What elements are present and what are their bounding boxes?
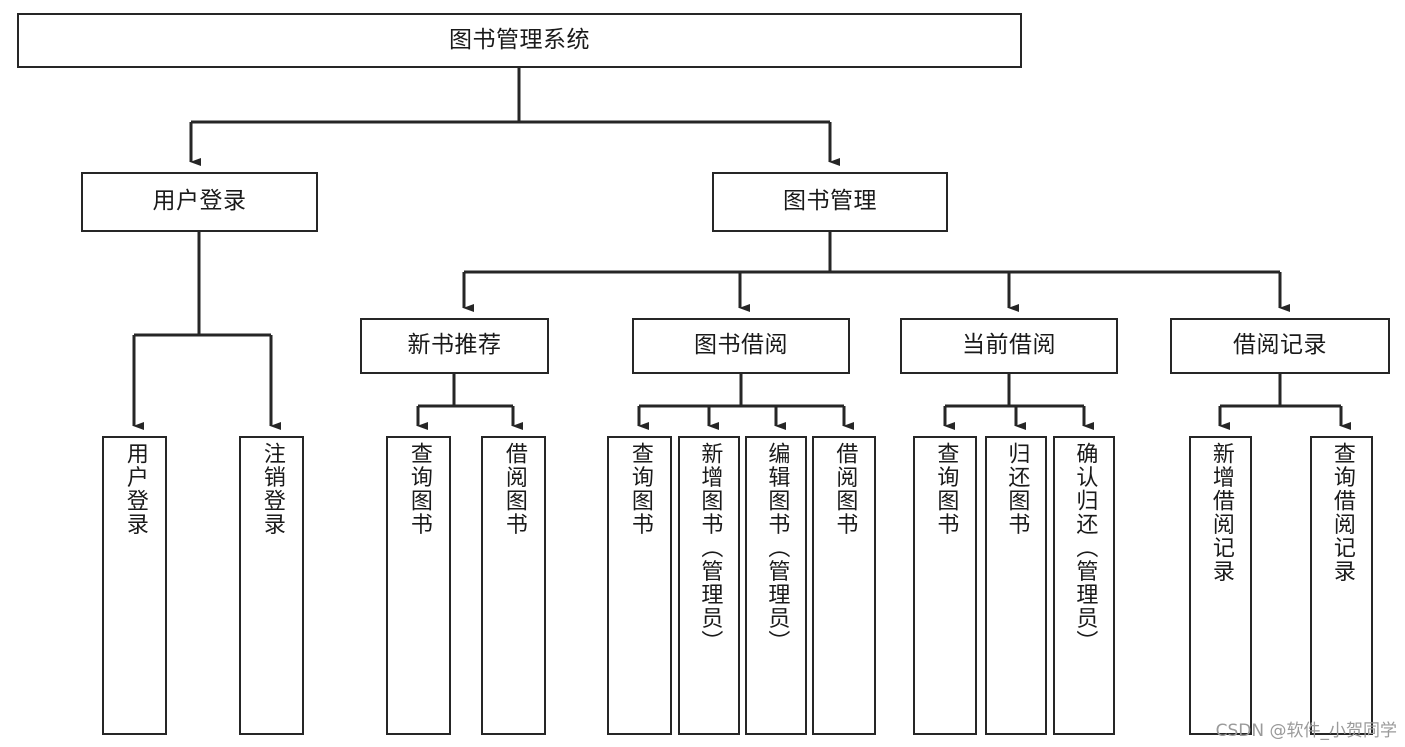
- leaf-node-label: 借阅图书: [501, 442, 527, 536]
- node-book-management[interactable]: 图书管理: [712, 172, 948, 232]
- node-user-login-label: 用户登录: [152, 188, 247, 215]
- leaf-node[interactable]: 归还图书: [985, 436, 1047, 735]
- csdn-watermark: CSDN @软件_小贺同学: [1215, 721, 1397, 741]
- leaf-node[interactable]: 确认归还（管理员）: [1053, 436, 1115, 735]
- node-new-book-recommend[interactable]: 新书推荐: [360, 318, 549, 374]
- leaf-node[interactable]: 注销登录: [239, 436, 304, 735]
- node-user-login[interactable]: 用户登录: [81, 172, 318, 232]
- node-book-management-label: 图书管理: [783, 188, 877, 215]
- node-current-borrow[interactable]: 当前借阅: [900, 318, 1118, 374]
- leaf-node[interactable]: 新增借阅记录: [1189, 436, 1252, 735]
- leaf-node[interactable]: 新增图书（管理员）: [678, 436, 740, 735]
- leaf-node-label: 查询图书: [627, 442, 653, 536]
- leaf-node-label: 归还图书: [1004, 442, 1030, 536]
- node-book-borrow-label: 图书借阅: [694, 332, 788, 359]
- node-new-book-recommend-label: 新书推荐: [407, 332, 502, 359]
- leaf-node-label: 用户登录: [122, 442, 148, 536]
- node-borrow-record[interactable]: 借阅记录: [1170, 318, 1390, 374]
- leaf-node-label: 确认归还（管理员）: [1072, 442, 1098, 654]
- leaf-node-label: 查询图书: [406, 442, 432, 536]
- node-root-label: 图书管理系统: [449, 26, 590, 53]
- leaf-node-label: 借阅图书: [832, 442, 858, 536]
- node-current-borrow-label: 当前借阅: [962, 332, 1056, 359]
- node-root[interactable]: 图书管理系统: [17, 13, 1022, 68]
- leaf-node[interactable]: 查询图书: [386, 436, 451, 735]
- node-book-borrow[interactable]: 图书借阅: [632, 318, 850, 374]
- leaf-node-label: 查询图书: [933, 442, 959, 536]
- node-borrow-record-label: 借阅记录: [1233, 332, 1327, 359]
- leaf-node[interactable]: 借阅图书: [812, 436, 876, 735]
- leaf-node-label: 新增借阅记录: [1208, 442, 1234, 583]
- leaf-node[interactable]: 查询借阅记录: [1310, 436, 1373, 735]
- leaf-node[interactable]: 借阅图书: [481, 436, 546, 735]
- leaf-node[interactable]: 查询图书: [913, 436, 977, 735]
- leaf-node-label: 新增图书（管理员）: [697, 442, 723, 654]
- leaf-node-label: 编辑图书（管理员）: [764, 442, 790, 654]
- leaf-node-label: 查询借阅记录: [1329, 442, 1355, 583]
- leaf-node[interactable]: 编辑图书（管理员）: [745, 436, 807, 735]
- leaf-node-label: 注销登录: [259, 442, 285, 536]
- leaf-node[interactable]: 用户登录: [102, 436, 167, 735]
- leaf-node[interactable]: 查询图书: [607, 436, 672, 735]
